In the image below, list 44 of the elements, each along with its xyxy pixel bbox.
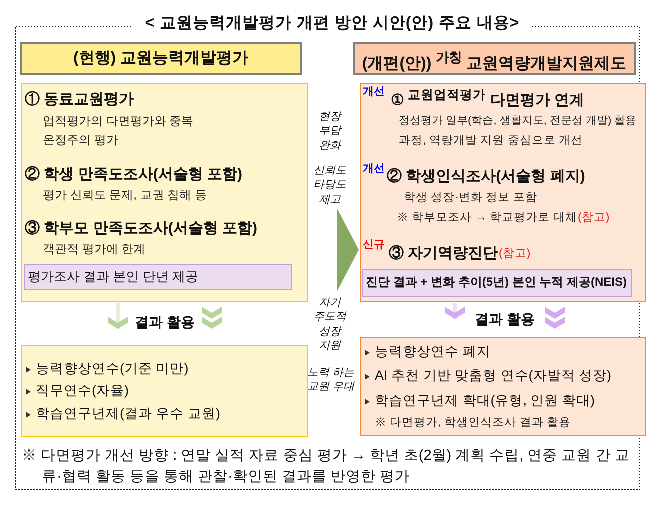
item-text: 평가 신뢰도 문제, 교권 침해 등 [43,189,208,203]
note-text: 현장 부담 완화 [318,110,343,153]
panel [360,83,646,302]
item-heading: ① 동료교원평가 [25,91,134,108]
note-text: 자기 주도적 성장 지원 [312,296,348,354]
item-text: 직무연수(자율) [36,383,129,399]
header-text: (개편(안)) $^{가칭}$ 교원역량개발지원제도 [361,50,628,74]
panel [21,345,308,437]
note-text: (참고) [578,212,610,226]
title: < 교원능력개발평가 개편 방안 시안(안) 주요 내용> [133,15,532,32]
item-text: 능력향상연수(기준 미만) [36,361,189,377]
result-text: 진단 결과 + 변화 추이(5년) 본인 누적 제공(NEIS) [366,276,628,290]
result-text: 평가조사 결과 본인 단년 제공 [28,270,198,285]
item-text: 객관적 평가에 한계 [43,243,146,257]
tag-text: 신규 [363,239,385,252]
panel [360,337,646,436]
header-text: (현행) 교원능력개발평가 [72,50,250,68]
note-text: ※ 다면평가, 학생인식조사 결과 활용 [375,417,571,430]
item-text: ※ 학부모조사 → 학교평가로 대체 [397,212,578,226]
tag-text: 개선 [363,163,385,176]
tag-text: 개선 [363,86,385,99]
item-text: 학습연구년제 확대(유형, 인원 확대) [375,393,595,409]
footnote: ※ 다면평가 개선 방향 : 연말 실적 자료 중심 평가 → 학년 초(2월) 계획 수립, 연중 교원 간 교류·협력 활동 등을 통해 관찰·확인된 결과를 반영한 평가 [22,447,631,488]
item-text: 업적평가의 다면평가와 중복 [43,115,194,129]
item-text: 온정주의 평가 [43,134,118,148]
item-text: AI 추천 기반 맞춤형 연수(자발적 성장) [375,368,612,384]
item-heading: ③ 학부모 만족도조사(서술형 포함) [25,220,258,238]
panel [21,83,308,302]
note-text: 노력 하는 교원 우대 [306,366,356,395]
result-box [362,269,632,297]
result-box [24,264,292,290]
note-text: (참고) [499,248,531,262]
item-heading: ① $^{교원업적평가}$ 다면평가 연계 [391,88,585,110]
header-box [20,42,302,75]
item-text: 능력향상연수 폐지 [375,344,491,360]
item-text: 학생 성장·변화 정보 포함 [404,192,538,206]
item-text: 학습연구년제(결과 우수 교원) [36,406,220,422]
item-text: 과정, 역량개발 지원 중심으로 개선 [399,135,583,148]
note-text: 신뢰도 타당도 제고 [312,164,348,207]
item-heading: ③ 자기역량진단 [389,245,498,262]
item-text: 정성평가 일부(학습, 생활지도, 전문성 개발) 활용 [399,115,637,128]
item-heading: ② 학생인식조사(서술형 폐지) [387,168,586,186]
header-box [353,42,636,75]
item-heading: ② 학생 만족도조사(서술형 포함) [25,166,242,184]
